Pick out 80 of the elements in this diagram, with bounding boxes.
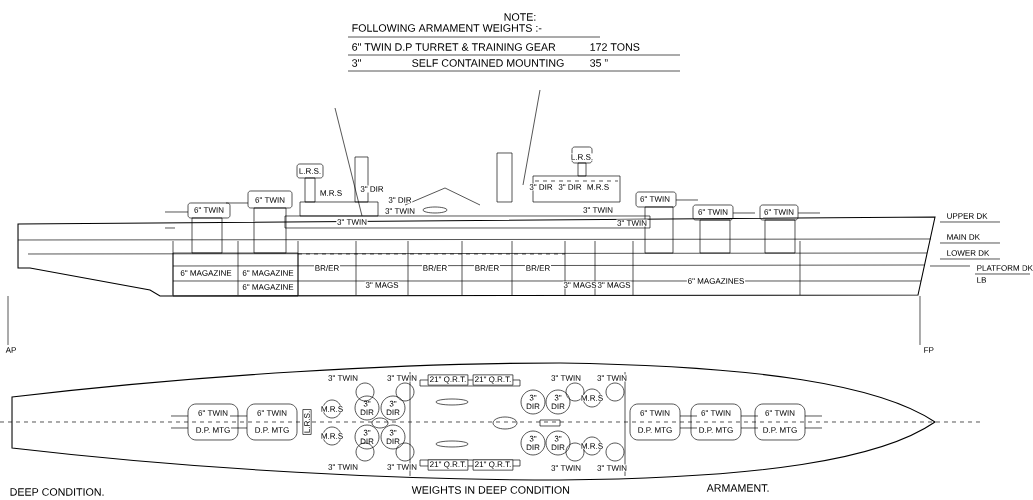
deck-label: PLATFORM DK (977, 265, 1033, 271)
compartment-label: 6" MAGAZINE (241, 283, 295, 291)
deck-label: LB (977, 277, 986, 283)
director-label: 3" DIR (551, 394, 565, 410)
director-label: 3" DIR (386, 400, 400, 416)
part-label: 3" TWIN (596, 374, 628, 382)
part-label: 3" TWIN (550, 374, 582, 382)
turret-label: D.P. MTG (194, 426, 232, 434)
compartment-label: BR/ER (314, 264, 341, 272)
part-label: 3" DIR (387, 196, 413, 204)
turret-label: D.P. MTG (697, 426, 735, 434)
turret-label: D.P. MTG (761, 426, 799, 434)
part-label: 3" DIR (557, 183, 583, 191)
torpedo-tube-label: 21" Q.R.T. (472, 459, 514, 471)
part-label: 3" TWIN (596, 464, 628, 472)
director-label: M.R.S (320, 432, 344, 440)
part-label: 6" TWIN (697, 208, 729, 216)
part-label: 3" TWIN (384, 207, 416, 215)
turret-label: 6" TWIN (764, 409, 796, 417)
part-label: 3" TWIN (582, 206, 614, 214)
compartment-label: 6" MAGAZINE (179, 269, 233, 277)
director-label: 3" DIR (386, 429, 400, 445)
perpendicular-label: FP (924, 347, 934, 353)
part-label: 6" TWIN (639, 195, 671, 203)
part-label: L.R.S. (298, 167, 322, 175)
table-cell: 172 TONS (590, 43, 640, 51)
table-cell: SELF CONTAINED MOUNTING (412, 59, 564, 67)
part-label: 3" DIR (359, 185, 385, 193)
compartment-label: BR/ER (525, 264, 552, 272)
torpedo-tube-label: 21" Q.R.T. (427, 374, 469, 386)
part-label: 6" TWIN (254, 196, 286, 204)
table-cell: 6" TWIN D.P TURRET & TRAINING GEAR (352, 43, 556, 51)
part-label: 6" TWIN (193, 206, 225, 214)
deck-label: UPPER DK (947, 213, 988, 219)
compartment-label: 3" MAGS (364, 281, 400, 289)
director-label: M.R.S (580, 394, 604, 402)
compartment-label: BR/ER (422, 264, 449, 272)
director-label: 3" DIR (360, 429, 374, 445)
view-heading: WEIGHTS IN DEEP CONDITION (411, 486, 570, 494)
turret-label: 6" TWIN (700, 409, 732, 417)
deck-label: LOWER DK (947, 250, 990, 256)
perpendicular-label: AP (5, 347, 16, 353)
director-label: 3" DIR (526, 435, 540, 451)
turret-label: D.P. MTG (636, 426, 674, 434)
compartment-label: 6" MAGAZINE (241, 269, 295, 277)
director-label: L.R.S. (302, 409, 312, 435)
view-heading: ARMAMENT. (706, 484, 769, 492)
torpedo-tube-label: 21" Q.R.T. (427, 459, 469, 471)
compartment-label: 3" MAGS (562, 281, 598, 289)
torpedo-tube-label: 21" Q.R.T. (472, 374, 514, 386)
part-label: 3" DIR (528, 183, 554, 191)
part-label: 3" TWIN (550, 464, 582, 472)
table-cell: 3" (352, 59, 361, 67)
compartment-label: BR/ER (474, 264, 501, 272)
part-label: 3" TWIN (327, 463, 359, 471)
deck-label: MAIN DK (947, 234, 980, 240)
turret-label: D.P. MTG (253, 426, 291, 434)
director-label: 3" DIR (526, 394, 540, 410)
turret-label: 6" TWIN (256, 409, 288, 417)
part-label: M.R.S (586, 183, 610, 191)
part-label: 3" TWIN (327, 374, 359, 382)
director-label: 3" DIR (551, 435, 565, 451)
turret-label: 6" TWIN (639, 409, 671, 417)
view-heading: DEEP CONDITION. (10, 488, 104, 496)
director-label: M.R.S (320, 405, 344, 413)
note-text: FOLLOWING ARMAMENT WEIGHTS :- (352, 24, 542, 32)
part-label: L.R.S. (570, 153, 594, 161)
part-label: 3" TWIN (336, 218, 368, 226)
part-label: M.R.S (319, 189, 343, 197)
compartment-label: 6" MAGAZINES (686, 277, 746, 285)
compartment-label: 3" MAGS (596, 281, 632, 289)
table-cell: 35 ” (590, 59, 608, 67)
part-label: 3" TWIN (386, 374, 418, 382)
note-heading: NOTE: (504, 13, 536, 21)
director-label: M.R.S (580, 442, 604, 450)
part-label: 6" TWIN (763, 208, 795, 216)
director-label: 3" DIR (360, 400, 374, 416)
turret-label: 6" TWIN (197, 409, 229, 417)
part-label: 3" TWIN (386, 463, 418, 471)
part-label: 3" TWIN (616, 219, 648, 227)
